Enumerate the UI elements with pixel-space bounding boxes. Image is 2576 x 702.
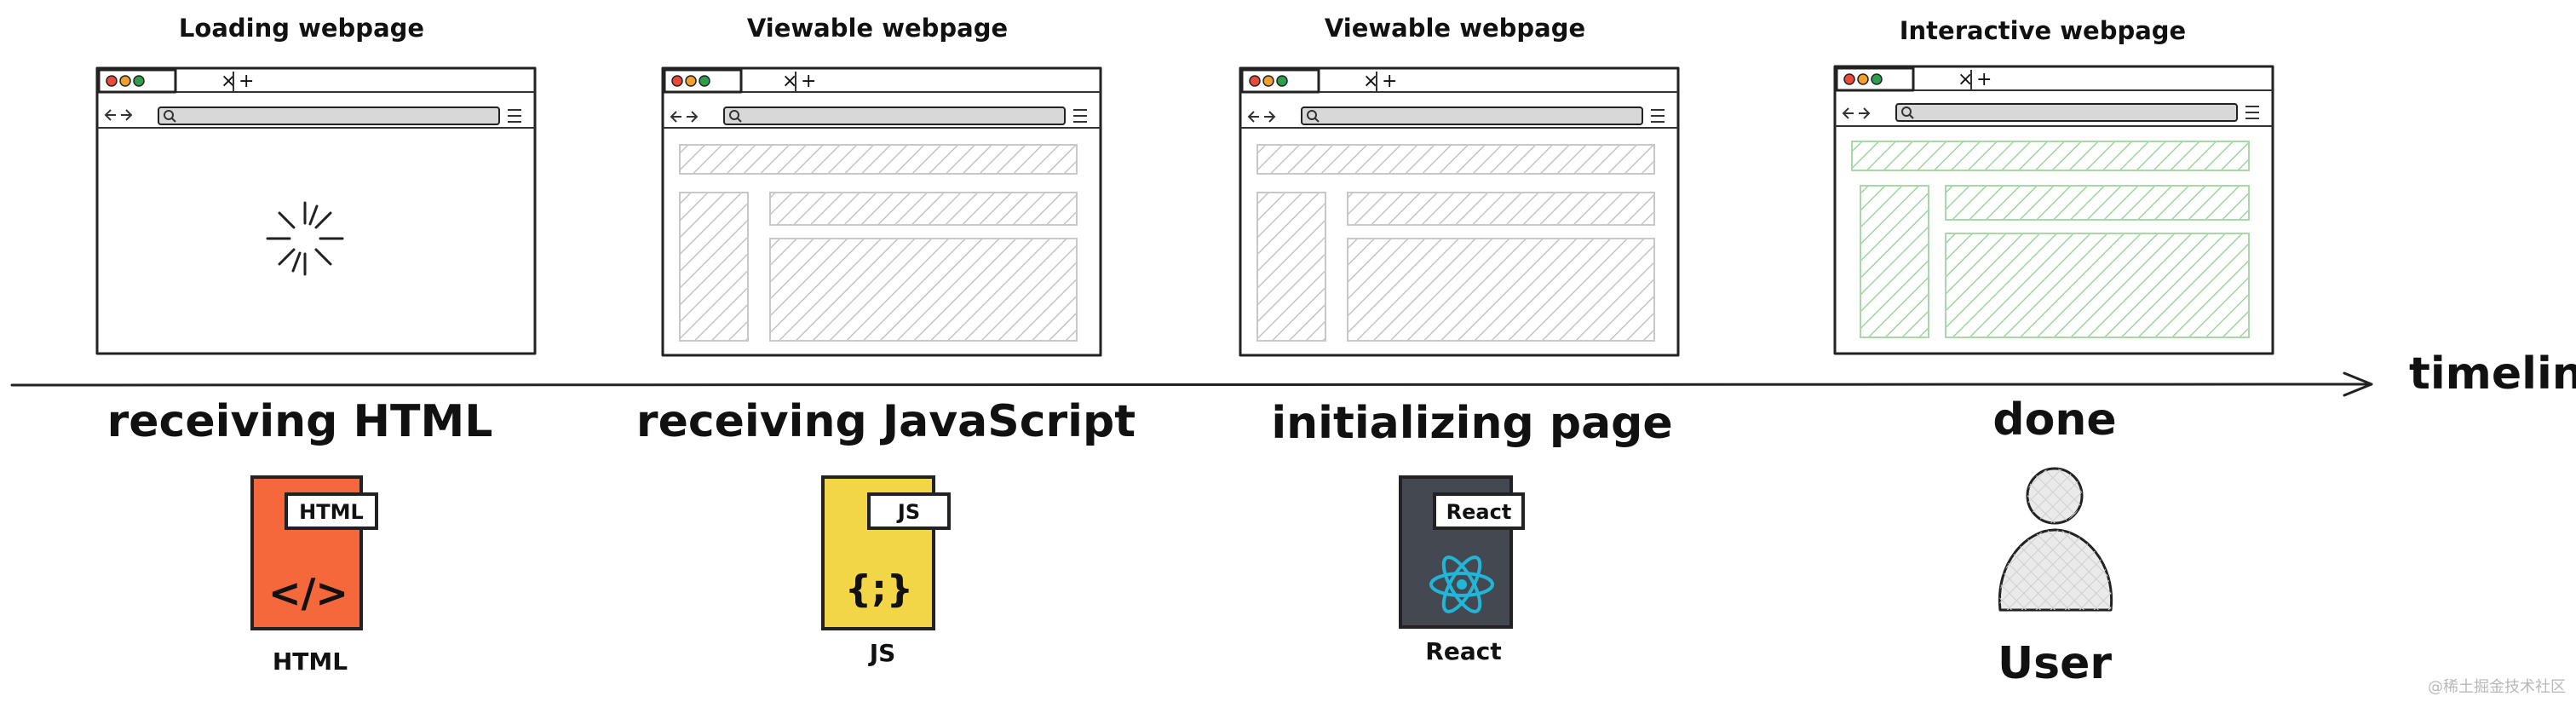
html-file-tag bbox=[285, 492, 378, 530]
new-tab-icon[interactable]: + bbox=[801, 71, 816, 92]
arrow-left-icon[interactable] bbox=[104, 109, 116, 121]
react-file-caption: React bbox=[1425, 637, 1501, 665]
browser-window-viewable-1: × + bbox=[661, 66, 1102, 357]
new-tab-icon[interactable]: + bbox=[239, 71, 254, 92]
stage-title-loading: Loading webpage bbox=[179, 14, 424, 43]
browser-window-interactive: × + bbox=[1833, 65, 2274, 355]
step-label-done: done bbox=[1992, 394, 2116, 446]
search-icon bbox=[1901, 106, 1914, 119]
window-minimize-dot[interactable] bbox=[119, 75, 131, 87]
window-minimize-dot[interactable] bbox=[1857, 73, 1869, 85]
window-maximize-dot[interactable] bbox=[1871, 73, 1883, 85]
new-tab-icon[interactable]: + bbox=[1382, 71, 1397, 92]
browser-tab[interactable] bbox=[1835, 66, 1915, 92]
interactive-subheader-block[interactable] bbox=[1945, 185, 2250, 221]
window-maximize-dot[interactable] bbox=[133, 75, 145, 87]
tab-close-icon[interactable]: × bbox=[221, 71, 236, 92]
stage-title-interactive: Interactive webpage bbox=[1900, 16, 2186, 45]
timeline-label: timeline bbox=[2409, 348, 2576, 400]
search-icon bbox=[1307, 110, 1320, 123]
window-close-dot[interactable] bbox=[106, 75, 118, 87]
loading-spinner-icon bbox=[266, 201, 344, 276]
user-caption: User bbox=[1998, 638, 2112, 689]
skeleton-header-block bbox=[679, 144, 1078, 175]
arrow-left-icon[interactable] bbox=[670, 111, 681, 123]
hamburger-menu-icon[interactable] bbox=[1651, 109, 1665, 123]
address-bar[interactable] bbox=[723, 106, 1066, 125]
tab-close-icon[interactable]: × bbox=[1958, 69, 1973, 90]
new-tab-icon[interactable]: + bbox=[1976, 69, 1992, 90]
skeleton-sidebar-block bbox=[679, 192, 749, 342]
browser-window-viewable-2: × + bbox=[1239, 66, 1680, 357]
html-file-caption: HTML bbox=[273, 647, 348, 676]
window-minimize-dot[interactable] bbox=[1262, 75, 1274, 87]
address-bar[interactable] bbox=[158, 106, 500, 125]
skeleton-header-block bbox=[1256, 144, 1655, 175]
window-minimize-dot[interactable] bbox=[685, 75, 697, 87]
search-icon bbox=[729, 110, 742, 123]
browser-tab[interactable] bbox=[1240, 68, 1320, 94]
interactive-header-block[interactable] bbox=[1851, 141, 2250, 171]
arrow-left-icon[interactable] bbox=[1842, 107, 1854, 119]
html-file-symbol: </> bbox=[268, 570, 348, 616]
hamburger-menu-icon[interactable] bbox=[1073, 109, 1087, 123]
step-label-initializing-page: initializing page bbox=[1271, 398, 1672, 449]
html-file-icon: HTML </> bbox=[250, 475, 378, 630]
arrow-left-icon[interactable] bbox=[1247, 111, 1259, 123]
skeleton-content-block bbox=[769, 238, 1078, 342]
react-file-tag-text: React bbox=[1446, 500, 1512, 524]
address-bar[interactable] bbox=[1895, 103, 2238, 122]
skeleton-content-block bbox=[1347, 238, 1655, 342]
step-label-receiving-html: receiving HTML bbox=[107, 396, 493, 447]
interactive-sidebar-block[interactable] bbox=[1860, 185, 1929, 338]
hamburger-menu-icon[interactable] bbox=[508, 109, 521, 123]
browser-tab[interactable] bbox=[663, 68, 743, 94]
tab-close-icon[interactable]: × bbox=[782, 71, 797, 92]
browser-window-loading: × + bbox=[95, 66, 537, 355]
stage-title-viewable-1: Viewable webpage bbox=[747, 14, 1008, 43]
window-close-dot[interactable] bbox=[671, 75, 683, 87]
step-label-receiving-javascript: receiving JavaScript bbox=[636, 396, 1136, 447]
window-maximize-dot[interactable] bbox=[1276, 75, 1288, 87]
stage-title-viewable-2: Viewable webpage bbox=[1325, 14, 1585, 43]
js-file-tag bbox=[867, 492, 951, 530]
skeleton-subheader-block bbox=[1347, 192, 1655, 226]
window-close-dot[interactable] bbox=[1249, 75, 1261, 87]
address-bar[interactable] bbox=[1301, 106, 1643, 125]
js-file-caption: JS bbox=[868, 639, 896, 667]
hamburger-menu-icon[interactable] bbox=[2245, 106, 2259, 119]
watermark-text: @稀土掘金技术社区 bbox=[2428, 678, 2566, 696]
search-icon bbox=[164, 110, 176, 123]
user-icon bbox=[1998, 467, 2113, 612]
window-close-dot[interactable] bbox=[1843, 73, 1855, 85]
arrow-right-icon[interactable] bbox=[121, 109, 133, 121]
tab-close-icon[interactable]: × bbox=[1363, 71, 1378, 92]
react-file-tag bbox=[1433, 492, 1525, 530]
html-file-tag-text: HTML bbox=[299, 500, 364, 524]
js-file-icon: JS {;} bbox=[821, 475, 951, 630]
window-maximize-dot[interactable] bbox=[699, 75, 710, 87]
skeleton-subheader-block bbox=[769, 192, 1078, 226]
js-file-tag-text: JS bbox=[896, 500, 920, 524]
skeleton-sidebar-block bbox=[1256, 192, 1326, 342]
react-logo-icon bbox=[1429, 555, 1494, 613]
browser-tab[interactable] bbox=[97, 68, 177, 94]
arrow-right-icon[interactable] bbox=[1264, 111, 1276, 123]
arrow-right-icon[interactable] bbox=[1859, 107, 1871, 119]
timeline-arrow bbox=[10, 371, 2373, 397]
react-file-icon: React bbox=[1399, 475, 1525, 629]
js-file-symbol: {;} bbox=[845, 567, 913, 611]
interactive-content-block[interactable] bbox=[1945, 233, 2250, 338]
arrow-right-icon[interactable] bbox=[687, 111, 699, 123]
